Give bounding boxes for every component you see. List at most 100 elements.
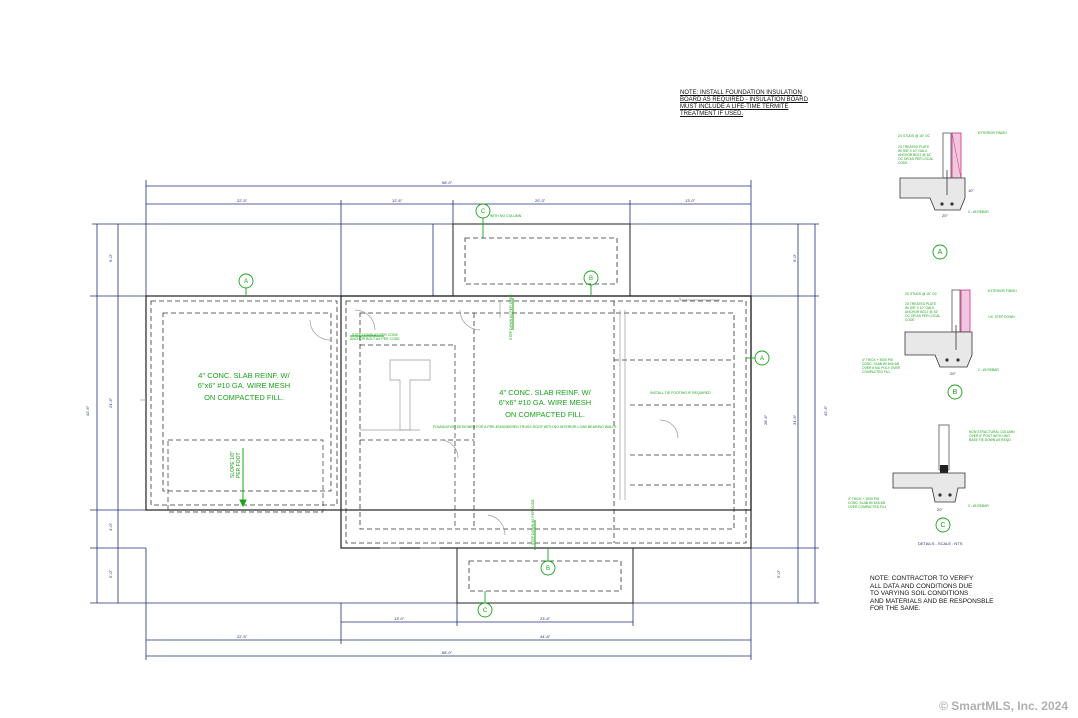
svg-text:SLOPE 1/8": SLOPE 1/8" — [230, 451, 236, 478]
svg-text:28'-6": 28'-6" — [763, 414, 768, 425]
svg-text:ANCHOR BOLT AS PER CODE: ANCHOR BOLT AS PER CODE — [350, 337, 400, 341]
svg-text:EXTERIOR FINISH: EXTERIOR FINISH — [978, 131, 1007, 135]
svg-text:4" THICK + 3000 PSI: 4" THICK + 3000 PSI — [848, 497, 879, 501]
svg-text:20": 20" — [937, 507, 943, 512]
svg-text:ANCHOR BOLT @ 16": ANCHOR BOLT @ 16" — [905, 310, 939, 314]
slab-left-note: 4" CONC. SLAB REINF. W/ 6"x6" #10 GA. WI… — [198, 371, 291, 402]
side-dimensions — [90, 224, 819, 604]
svg-text:2X TREATED PLATE: 2X TREATED PLATE — [905, 302, 937, 306]
svg-text:PER FOOT: PER FOOT — [236, 452, 242, 478]
svg-text:OC OR AS PER LOCAL: OC OR AS PER LOCAL — [905, 314, 941, 318]
svg-text:2X STUDS @ 16" OC: 2X STUDS @ 16" OC — [905, 292, 938, 296]
svg-text:42'-6": 42'-6" — [85, 405, 90, 416]
svg-text:10": 10" — [968, 188, 974, 193]
detail-a — [899, 132, 966, 260]
svg-text:ANCHOR BOLT @ 16": ANCHOR BOLT @ 16" — [898, 153, 932, 157]
section-markers — [238, 203, 770, 618]
svg-text:STEP DOWN AS PER CODE: STEP DOWN AS PER CODE — [531, 499, 535, 545]
detail-b — [904, 289, 973, 400]
svg-text:2 - #5 REBAR: 2 - #5 REBAR — [978, 368, 999, 372]
porches — [452, 223, 634, 604]
svg-text:B: B — [546, 566, 550, 572]
svg-text:W/ 5/8" X 10" GALV.: W/ 5/8" X 10" GALV. — [905, 306, 935, 310]
detail-a-labels: 2X STUDS @ 16" OC 2X TREATED PLATE W/ 5/… — [898, 131, 1007, 256]
svg-text:6"x6" #10 GA. WIRE MESH: 6"x6" #10 GA. WIRE MESH — [499, 398, 591, 407]
svg-text:STEP DOWN AS PER CODE: STEP DOWN AS PER CODE — [509, 294, 513, 340]
svg-text:12'-6": 12'-6" — [392, 198, 403, 203]
svg-text:23'-6": 23'-6" — [540, 616, 551, 621]
svg-text:20": 20" — [942, 213, 948, 218]
svg-text:34'-6": 34'-6" — [792, 414, 797, 425]
svg-text:COMPACTED FILL: COMPACTED FILL — [862, 370, 890, 374]
top-dimensions — [92, 180, 819, 300]
foundation-walls — [145, 295, 752, 549]
svg-text:2 - #5 REBAR: 2 - #5 REBAR — [968, 504, 989, 508]
svg-text:6"x6" #10 GA. WIRE MESH: 6"x6" #10 GA. WIRE MESH — [198, 381, 290, 390]
bottom-dimensions — [145, 548, 752, 660]
contractor-note: NOTE: CONTRACTOR TO VERIFY ALL DATA AND … — [870, 575, 994, 613]
svg-text:20'-3": 20'-3" — [535, 198, 546, 203]
svg-text:20": 20" — [950, 371, 956, 376]
detail-b-labels: 2X STUDS @ 16" OC 2X TREATED PLATE W/ 5/… — [862, 289, 1017, 396]
svg-text:EXTERIOR FINISH: EXTERIOR FINISH — [988, 289, 1017, 293]
svg-text:9'-0": 9'-0" — [792, 253, 797, 262]
svg-text:4" CONC. SLAB REINF. W/: 4" CONC. SLAB REINF. W/ — [198, 371, 290, 380]
svg-text:STEP DOWN AS PER CODE: STEP DOWN AS PER CODE — [352, 333, 398, 337]
svg-text:B: B — [589, 276, 593, 282]
plan-annotations: WITH NO COLUMN INSTALL TIE FOOTING IF RE… — [230, 214, 711, 545]
svg-text:B: B — [953, 389, 958, 396]
svg-text:4" THICK + 3000 PSI: 4" THICK + 3000 PSI — [862, 358, 893, 362]
svg-text:4" CONC. SLAB REINF. W/: 4" CONC. SLAB REINF. W/ — [499, 388, 591, 397]
svg-text:WITH NO COLUMN: WITH NO COLUMN — [490, 214, 522, 218]
svg-text:BASE TIE DOWN AS REQD.: BASE TIE DOWN AS REQD. — [969, 438, 1012, 442]
svg-text:13'-0": 13'-0" — [394, 616, 405, 621]
bottom-dim-text: 13'-0" 23'-6" 22'-5" 44'-8" 68'-0" — [237, 616, 551, 655]
svg-text:FOUNDATION DESIGNED FOR A PRE-: FOUNDATION DESIGNED FOR A PRE-ENGINEERED… — [433, 425, 617, 429]
svg-text:ON COMPACTED FILL.: ON COMPACTED FILL. — [505, 410, 585, 419]
svg-text:C: C — [940, 522, 945, 529]
svg-text:58'-0": 58'-0" — [442, 180, 453, 185]
detail-c-labels: NON STRUCTURAL COLUMN OVER 6" POST WITH … — [848, 430, 1015, 546]
svg-text:2X STUDS @ 16" OC: 2X STUDS @ 16" OC — [898, 134, 931, 138]
svg-text:CODE: CODE — [898, 161, 908, 165]
detail-c — [892, 424, 966, 533]
svg-text:ON COMPACTED FILL.: ON COMPACTED FILL. — [204, 393, 284, 402]
svg-text:CODE: CODE — [905, 318, 915, 322]
interior-outlines — [140, 296, 720, 549]
svg-text:1/4" STEP DOWN: 1/4" STEP DOWN — [988, 315, 1015, 319]
svg-text:OVER COMPACTED FILL: OVER COMPACTED FILL — [848, 505, 887, 509]
svg-text:OC OR AS PER LOCAL: OC OR AS PER LOCAL — [898, 157, 934, 161]
svg-text:CONC. SLAB W/ 6X6 6/6: CONC. SLAB W/ 6X6 6/6 — [862, 362, 899, 366]
svg-text:OVER 6" POST WITH UNIT-: OVER 6" POST WITH UNIT- — [969, 434, 1011, 438]
svg-text:C: C — [481, 209, 486, 215]
svg-text:OVER 6 MIL POLY OVER: OVER 6 MIL POLY OVER — [862, 366, 901, 370]
plan-arrows — [239, 298, 536, 550]
slab-center-note: 4" CONC. SLAB REINF. W/ 6"x6" #10 GA. WI… — [499, 388, 592, 419]
svg-text:2X TREATED PLATE: 2X TREATED PLATE — [898, 145, 930, 149]
svg-text:A: A — [244, 279, 248, 285]
svg-text:CONC. SLAB W/ 6X6 6/6: CONC. SLAB W/ 6X6 6/6 — [848, 501, 885, 505]
insulation-note: NOTE: INSTALL FOUNDATION INSULATION BOAR… — [680, 90, 808, 117]
svg-text:5'-0": 5'-0" — [776, 569, 781, 578]
svg-text:C: C — [483, 608, 488, 614]
svg-text:5'-0": 5'-0" — [108, 569, 113, 578]
svg-text:A: A — [938, 249, 943, 256]
svg-text:42'-6": 42'-6" — [823, 405, 828, 416]
svg-text:44'-8": 44'-8" — [540, 634, 551, 639]
svg-text:22'-5": 22'-5" — [237, 634, 248, 639]
top-dim-text: 58'-0" 22'-5" 12'-6" 20'-3" 13'-0" — [237, 180, 696, 203]
svg-text:A: A — [760, 356, 764, 362]
svg-text:24'-6": 24'-6" — [108, 397, 113, 408]
svg-text:68'-0": 68'-0" — [442, 650, 453, 655]
svg-text:W/ 5/8" X 10" GALV.: W/ 5/8" X 10" GALV. — [898, 149, 928, 153]
svg-text:INSTALL TIE FOOTING IF REQUIRE: INSTALL TIE FOOTING IF REQUIRED — [650, 391, 711, 395]
section-marker-labels: A B C A B C — [244, 209, 764, 614]
svg-text:DETAILS - SCALE : NTS: DETAILS - SCALE : NTS — [918, 541, 963, 546]
svg-text:NON STRUCTURAL COLUMN: NON STRUCTURAL COLUMN — [969, 430, 1015, 434]
side-dim-text: 42'-6" 9'-0" 24'-6" 4'-0" 5'-0" 42'-6" 9… — [85, 253, 828, 578]
copyright-watermark: © SmartMLS, Inc. 2024 — [939, 699, 1068, 713]
svg-text:4'-0": 4'-0" — [108, 522, 113, 531]
svg-text:2 - #5 REBAR: 2 - #5 REBAR — [968, 210, 989, 214]
svg-text:22'-5": 22'-5" — [237, 198, 248, 203]
svg-text:9'-0": 9'-0" — [108, 253, 113, 262]
